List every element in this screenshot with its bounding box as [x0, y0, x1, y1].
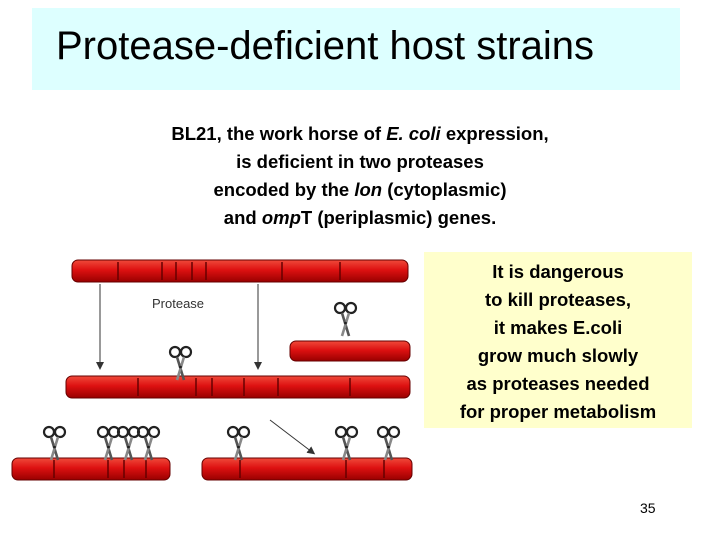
scissors-icon: [136, 425, 161, 462]
protease-diagram: Protease: [11, 259, 413, 481]
scissors-icon: [96, 425, 121, 462]
note-line-4: grow much slowly: [477, 345, 639, 366]
intro-line-4: and ompT (periplasmic) genes.: [223, 207, 497, 228]
intro-line-2: is deficient in two proteases: [236, 151, 484, 172]
scissors-icon: [334, 425, 359, 462]
scissors-icon: [226, 425, 251, 462]
page-number: 35: [640, 500, 656, 516]
rod-top: [71, 259, 409, 283]
rod-bottom-right: [201, 457, 413, 481]
scissors-icon: [42, 425, 67, 462]
slide-title: Protease-deficient host strains: [56, 24, 595, 68]
note-line-5: as proteases needed: [466, 373, 650, 394]
intro-line-3: encoded by the lon (cytoplasmic): [213, 179, 507, 200]
arrow-diagonal: [269, 419, 316, 455]
note-line-2: to kill proteases,: [485, 289, 631, 310]
note-line-6: for proper metabolism: [459, 401, 657, 422]
title-banner: Protease-deficient host strains: [32, 8, 680, 90]
note-box: It is dangerous to kill proteases, it ma…: [424, 252, 692, 428]
note-line-3: it makes E.coli: [493, 317, 623, 338]
protease-label: Protease: [152, 296, 204, 311]
intro-text: BL21, the work horse of E. coli expressi…: [60, 120, 660, 232]
intro-line-1: BL21, the work horse of E. coli expressi…: [171, 123, 549, 144]
scissors-icon: [168, 345, 193, 382]
scissors-icon: [116, 425, 141, 462]
note-line-1: It is dangerous: [492, 261, 624, 282]
note-text: It is dangerous to kill proteases, it ma…: [424, 258, 692, 426]
rod-bottom-left: [11, 457, 171, 481]
scissors-icon: [333, 301, 358, 338]
scissors-icon: [376, 425, 401, 462]
rod-small: [289, 340, 411, 362]
rod-middle: [65, 375, 411, 399]
